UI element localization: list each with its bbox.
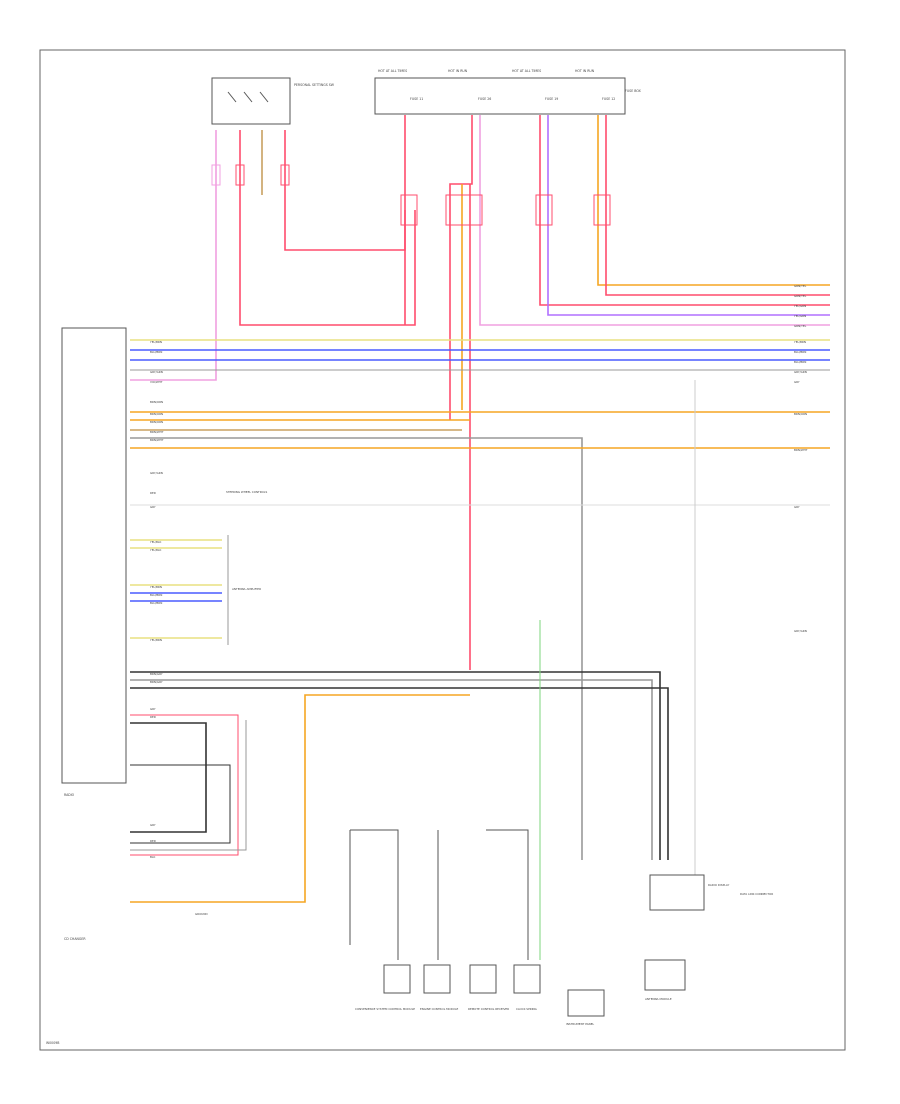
svg-text:GRY/GRN: GRY/GRN bbox=[150, 370, 163, 374]
diagram-frame bbox=[39, 49, 846, 1051]
svg-text:GRY: GRY bbox=[794, 505, 800, 509]
page-code: W0009B bbox=[46, 1041, 59, 1045]
svg-text:GRN/YEL: GRN/YEL bbox=[794, 284, 807, 288]
svg-text:BRN/WHT: BRN/WHT bbox=[794, 448, 808, 452]
right-wire-labels: GRN/YEL GRN/YEL YEL/GRN YEL/GRN GRN/YEL … bbox=[794, 284, 808, 633]
svg-text:BLK: BLK bbox=[150, 855, 155, 859]
svg-text:CLOCK SPRING: CLOCK SPRING bbox=[516, 1007, 537, 1011]
svg-text:BLU/BRN: BLU/BRN bbox=[150, 350, 162, 354]
svg-text:YEL/BRN: YEL/BRN bbox=[150, 585, 162, 589]
svg-text:GRY: GRY bbox=[150, 505, 156, 509]
radio-module bbox=[61, 327, 127, 784]
svg-text:GRY/GRN: GRY/GRN bbox=[794, 629, 807, 633]
svg-text:REMOTE CONTROL RECEIVER: REMOTE CONTROL RECEIVER bbox=[468, 1007, 509, 1011]
fuse-name-3: FUSE 19 bbox=[545, 97, 558, 101]
fuse-name-4: FUSE 12 bbox=[602, 97, 615, 101]
svg-text:BRN/WHT: BRN/WHT bbox=[150, 430, 164, 434]
fuse-label-1: HOT AT ALL TIMES bbox=[378, 69, 407, 73]
fuse-name-2: FUSE 26 bbox=[478, 97, 491, 101]
left-wire-labels: YEL/BRN BLU/BRN GRY/GRN VIO/WHT BRN/ORN … bbox=[150, 340, 164, 859]
fuse-label-3: HOT AT ALL TIMES bbox=[512, 69, 541, 73]
bottom-components: CONVENIENCE SYSTEM CONTROL MODULE ENGINE… bbox=[355, 874, 730, 1026]
svg-text:RADIO DISPLAY: RADIO DISPLAY bbox=[708, 883, 730, 887]
svg-text:YEL/BLK: YEL/BLK bbox=[150, 540, 161, 544]
svg-text:GRN/YEL: GRN/YEL bbox=[794, 294, 807, 298]
svg-text:BRN/ORN: BRN/ORN bbox=[150, 412, 163, 416]
svg-text:BLU/BRN: BLU/BRN bbox=[150, 601, 162, 605]
svg-text:RED: RED bbox=[150, 839, 156, 843]
svg-text:YEL/GRN: YEL/GRN bbox=[794, 314, 806, 318]
svg-text:YEL/BRN: YEL/BRN bbox=[794, 340, 806, 344]
svg-text:BLU/BRN: BLU/BRN bbox=[150, 593, 162, 597]
svg-text:YEL/GRN: YEL/GRN bbox=[794, 304, 806, 308]
svg-text:ANTENNA MODULE: ANTENNA MODULE bbox=[645, 997, 672, 1001]
svg-text:INSTRUMENT PANEL: INSTRUMENT PANEL bbox=[566, 1022, 595, 1026]
svg-text:BLU/BRN: BLU/BRN bbox=[794, 350, 806, 354]
svg-text:BRN/ORN: BRN/ORN bbox=[150, 400, 163, 404]
svg-text:CONVENIENCE SYSTEM CONTROL MOD: CONVENIENCE SYSTEM CONTROL MODULE bbox=[355, 1007, 415, 1011]
svg-text:ENGINE CONTROL MODULE: ENGINE CONTROL MODULE bbox=[420, 1007, 459, 1011]
radio-module-label: RADIO bbox=[64, 793, 75, 797]
ground-label: GROUND bbox=[195, 912, 208, 916]
svg-text:GRY: GRY bbox=[150, 707, 156, 711]
svg-text:VIO/WHT: VIO/WHT bbox=[150, 380, 163, 384]
fuse-name-1: FUSE 11 bbox=[410, 97, 423, 101]
antenna-label: ANTENNA AMPLIFIER bbox=[232, 587, 261, 591]
svg-text:BRN/GRY: BRN/GRY bbox=[150, 680, 163, 684]
connector-ticks bbox=[211, 164, 611, 226]
svg-text:YEL/BLK: YEL/BLK bbox=[150, 548, 161, 552]
fuse-label-4: HOT IN RUN bbox=[575, 69, 595, 73]
personal-settings-switch: PERSONAL SETTINGS SW bbox=[211, 77, 335, 125]
svg-text:GRN/YEL: GRN/YEL bbox=[794, 324, 807, 328]
svg-text:RED: RED bbox=[150, 491, 156, 495]
cd-changer-label: CD CHANGER bbox=[64, 937, 86, 941]
svg-text:GRY/GRN: GRY/GRN bbox=[794, 370, 807, 374]
svg-text:GRY/GRN: GRY/GRN bbox=[150, 471, 163, 475]
svg-text:BLU/BRN: BLU/BRN bbox=[794, 360, 806, 364]
wires bbox=[130, 115, 830, 960]
svg-text:BRN/ORN: BRN/ORN bbox=[794, 412, 807, 416]
svg-text:BRN/ORN: BRN/ORN bbox=[150, 420, 163, 424]
fuse-box-label: FUSE BOX bbox=[625, 89, 642, 93]
svg-text:YEL/BRN: YEL/BRN bbox=[150, 340, 162, 344]
svg-text:BRN/GRY: BRN/GRY bbox=[150, 672, 163, 676]
data-link-label: DATA LINK CONNECTOR bbox=[740, 892, 773, 896]
switch-box-label: PERSONAL SETTINGS SW bbox=[294, 83, 335, 87]
fuse-label-2: HOT IN RUN bbox=[448, 69, 468, 73]
svg-text:RED: RED bbox=[150, 715, 156, 719]
svg-text:GRY: GRY bbox=[150, 823, 156, 827]
svg-text:YEL/BRN: YEL/BRN bbox=[150, 638, 162, 642]
fuse-box: HOT AT ALL TIMES HOT IN RUN HOT AT ALL T… bbox=[374, 69, 642, 115]
svg-text:GRY: GRY bbox=[794, 380, 800, 384]
steering-control-label: STEERING WHEEL CONTROLS bbox=[226, 490, 267, 494]
svg-text:BRN/WHT: BRN/WHT bbox=[150, 438, 164, 442]
